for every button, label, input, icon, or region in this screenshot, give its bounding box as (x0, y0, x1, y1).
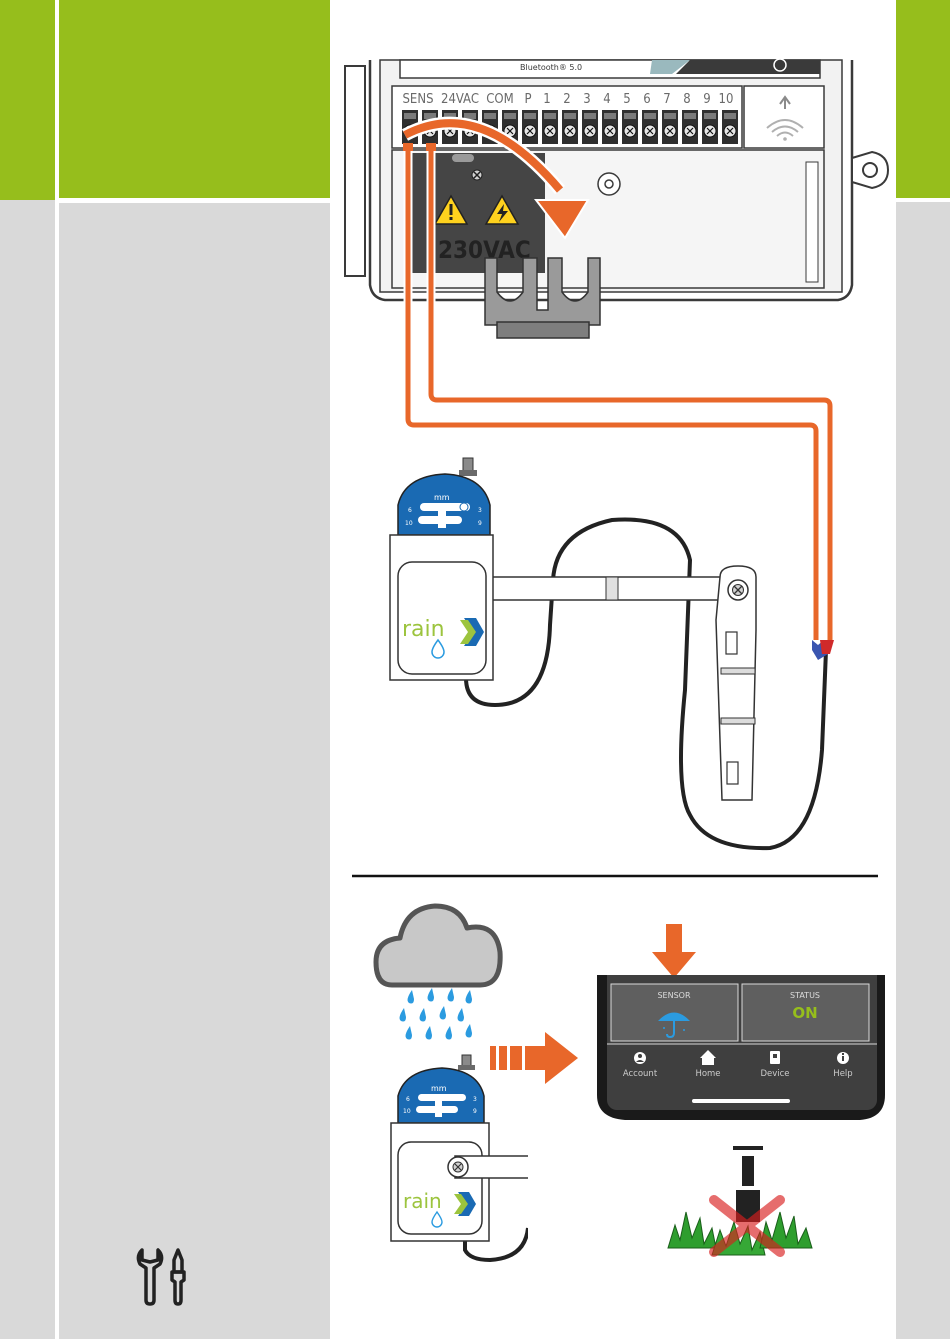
terminal-screw (642, 110, 658, 144)
nav-help: Help (833, 1069, 852, 1079)
terminal-label: 1 (543, 92, 550, 107)
terminal-label: 8 (683, 92, 690, 107)
dial-mark: 10 (403, 1108, 411, 1115)
terminal-screw (542, 110, 558, 144)
dial-unit-label: mm (431, 1084, 447, 1093)
raindrop (440, 1006, 446, 1020)
status-value: ON (792, 1004, 817, 1022)
dial-mark: 6 (408, 507, 412, 514)
terminal-screw (582, 110, 598, 144)
raindrop (466, 990, 472, 1004)
rain-cloud-icon (376, 906, 500, 985)
raindrop (428, 988, 434, 1002)
raindrop (446, 1026, 452, 1040)
terminal-screw (702, 110, 718, 144)
raindrop (406, 1026, 412, 1040)
wire-splice (812, 640, 834, 660)
terminal-label: 5 (623, 92, 630, 107)
account-icon (634, 1052, 646, 1064)
terminal-screw (522, 110, 538, 144)
terminal-screw (602, 110, 618, 144)
nav-home: Home (695, 1069, 720, 1079)
bluetooth-label: Bluetooth® 5.0 (520, 63, 582, 72)
dial-mark: 9 (473, 1108, 477, 1115)
terminal-label: 2 (563, 92, 570, 107)
status-tile-label: STATUS (790, 991, 820, 1000)
raindrop (458, 1008, 464, 1022)
phone-app-screen: SENSOR STATUS ON Account Home De (597, 975, 885, 1120)
sprinkler-off-icon (668, 1146, 812, 1255)
dial-mark: 3 (478, 507, 482, 514)
raindrop (408, 990, 414, 1004)
terminal-label: 7 (663, 92, 670, 107)
raindrop (400, 1008, 406, 1022)
rain-brand-text: rain (402, 617, 445, 642)
device-icon (770, 1051, 780, 1064)
dial-unit-label: mm (434, 493, 450, 502)
nav-account: Account (623, 1069, 658, 1079)
terminal-screw (722, 110, 738, 144)
tools-icon (134, 1246, 194, 1306)
raindrops (400, 988, 472, 1040)
rain-sensor-small: mm 6 10 3 9 rain (391, 1055, 534, 1260)
terminal-screw (682, 110, 698, 144)
terminal-label: 3 (583, 92, 590, 107)
help-icon (837, 1052, 849, 1064)
raindrop (426, 1026, 432, 1040)
sensor-cable (466, 520, 826, 849)
terminal-label: P (524, 92, 531, 107)
terminal-label: 24VAC (441, 92, 479, 107)
terminal-screw (562, 110, 578, 144)
terminal-label: 9 (703, 92, 710, 107)
terminal-label: 6 (643, 92, 650, 107)
terminal-screw (622, 110, 638, 144)
sensor-tile-label: SENSOR (657, 991, 690, 1000)
terminal-label: 10 (719, 92, 734, 107)
signal-arrow (490, 1032, 578, 1084)
mounting-bracket (716, 566, 756, 800)
terminal-label: 4 (603, 92, 610, 107)
raindrop (466, 1024, 472, 1038)
down-arrow (652, 924, 696, 978)
rain-sensor: mm 6 10 3 9 rain (390, 458, 493, 680)
sensor-arm (454, 577, 740, 600)
raindrop (420, 1008, 426, 1022)
nav-device: Device (760, 1069, 789, 1079)
dial-mark: 10 (405, 520, 413, 527)
terminal-label: SENS (403, 92, 434, 107)
terminal-label: COM (486, 92, 513, 107)
dial-mark: 9 (478, 520, 482, 527)
terminal-screw (662, 110, 678, 144)
dial-mark: 6 (406, 1096, 410, 1103)
raindrop (448, 988, 454, 1002)
dial-mark: 3 (473, 1096, 477, 1103)
rain-brand-text: rain (403, 1189, 442, 1213)
